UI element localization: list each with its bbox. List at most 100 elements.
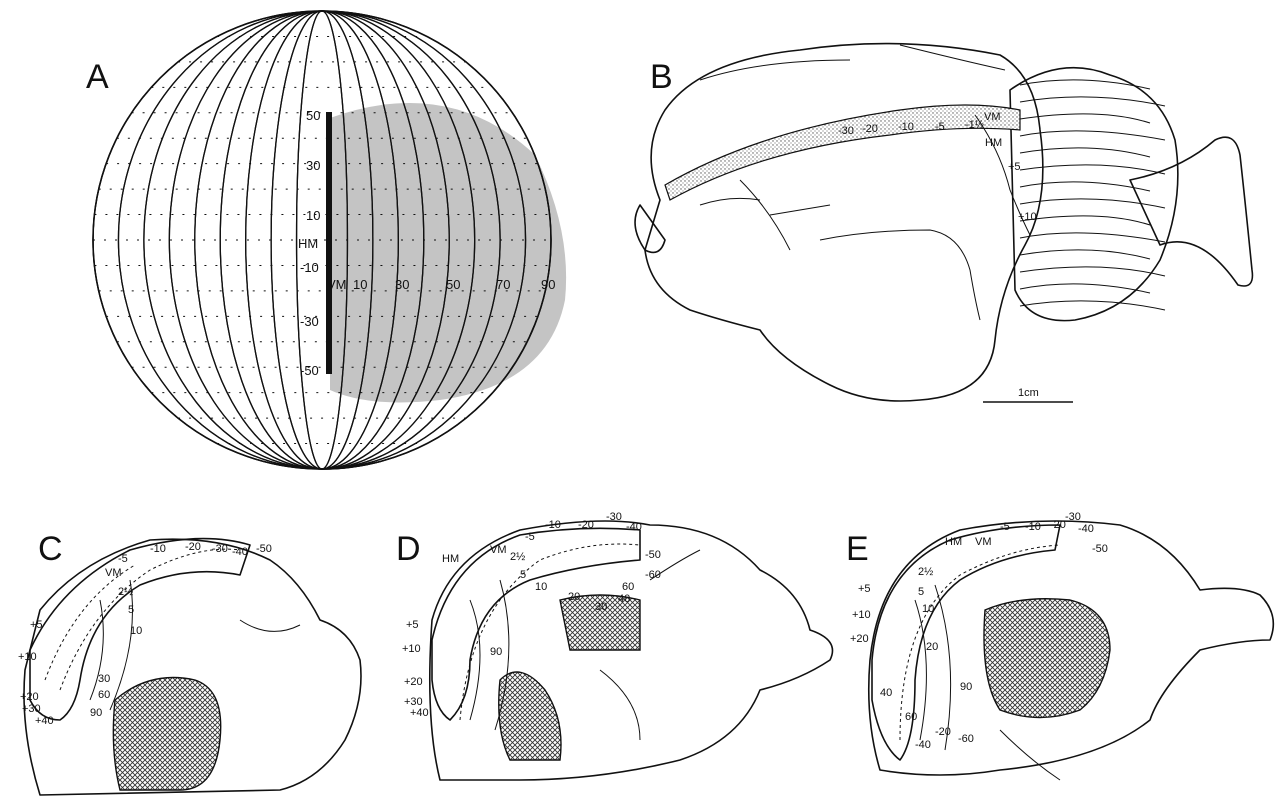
x-tick: 10 [353,277,367,292]
map-label: -1½ [965,119,984,131]
map-label: 2½ [510,551,525,563]
x-tick: 50 [446,277,460,292]
map-label: -20 [1050,519,1066,531]
map-label: 2½ [918,566,933,578]
map-label: -20 [578,519,594,531]
map-label: VM [105,567,122,579]
sulcus [740,180,790,250]
sulcus [1000,730,1060,780]
map-label: 10 [535,581,547,593]
map-label: -40 [626,521,642,533]
y-tick: -30 [300,314,319,329]
map-label: +10 [18,651,37,663]
map-label: +5 [406,619,419,631]
y-tick: -10 [300,260,319,275]
map-label: -10 [898,121,914,133]
map-label: VM [975,536,992,548]
isoline [45,565,135,680]
map-label: VM [490,544,507,556]
y-tick: 30 [306,158,320,173]
panel-d: D -5 -10 -20 -30 -40 -50 -60 HM VM 2½ 5 … [396,511,833,780]
panel-c: C -5 -10 -20 -30 -40 -50 VM 2½ 5 10 +5 +… [18,530,361,795]
map-label: -50 [645,549,661,561]
panel-b-letter: B [650,58,673,96]
map-label: -20 [935,726,951,738]
map-label: 90 [90,707,102,719]
folium-line [1020,165,1165,174]
hatched-area-e [984,599,1110,718]
map-label: +20 [20,691,39,703]
y-tick: 10 [306,208,320,223]
map-label: 10 [922,603,934,615]
sulcus [600,670,640,740]
brainstem [1130,137,1252,286]
map-label: -20 [862,123,878,135]
map-label: +10 [852,609,871,621]
isoline [60,549,240,690]
map-label: 20 [926,641,938,653]
map-label: +5 [30,619,43,631]
map-label: 30 [595,601,607,613]
folium-line [1020,182,1150,191]
map-label: HM [442,553,459,565]
map-label: 90 [490,646,502,658]
map-label: -10 [1025,521,1041,533]
map-label: 90 [960,681,972,693]
map-label: +10 [402,643,421,655]
map-label: 60 [905,711,917,723]
panel-c-letter: C [38,530,63,568]
folium-line [1020,80,1150,89]
x-tick: VM [327,277,347,292]
map-label: -50 [256,543,272,555]
map-label: -5 [525,531,535,543]
map-label: -50 [1092,543,1108,555]
map-label: +10 [1018,211,1037,223]
map-label: VM [984,111,1001,123]
folium-line [1020,199,1165,208]
map-label: 40 [880,687,892,699]
map-label: -20 [185,541,201,553]
sulcus [900,45,1005,70]
cerebral-hemisphere [645,44,1043,401]
map-label: -30 [1065,511,1081,523]
map-label: -30 [838,125,854,137]
x-tick: 30 [395,277,409,292]
map-label: -10 [150,543,166,555]
map-label: HM [945,536,962,548]
map-label: -10 [545,519,561,531]
folium-line [1020,301,1165,310]
folium-line [1020,97,1165,106]
scale-bar-label: 1cm [1018,387,1039,399]
folium-line [1020,267,1165,276]
folium-line [1020,148,1150,157]
x-tick: 90 [541,277,555,292]
folium-line [1020,250,1150,259]
map-label: 30 [98,673,110,685]
map-label: -5 [118,553,128,565]
sulcus [700,198,760,205]
map-label: +20 [850,633,869,645]
map-label: +5 [858,583,871,595]
hatched-area-d2 [499,672,561,760]
map-label: +5 [1008,161,1021,173]
map-label: -30 [212,543,228,555]
map-label: -30 [606,511,622,523]
map-label: 5 [128,604,134,616]
sulcus [700,60,850,80]
sulcus [820,230,980,320]
map-label: 60 [98,689,110,701]
folium-line [1020,216,1150,225]
map-label: 20 [568,591,580,603]
vm-line [975,115,1030,235]
map-label: -60 [645,569,661,581]
map-label: -40 [1078,523,1094,535]
map-label: -40 [232,546,248,558]
map-label: HM [985,137,1002,149]
sulcus [240,620,300,631]
map-label: -40 [915,739,931,751]
x-tick: 70 [496,277,510,292]
y-tick: HM [298,236,318,251]
frontal-pole [635,205,665,252]
map-label: +20 [404,676,423,688]
